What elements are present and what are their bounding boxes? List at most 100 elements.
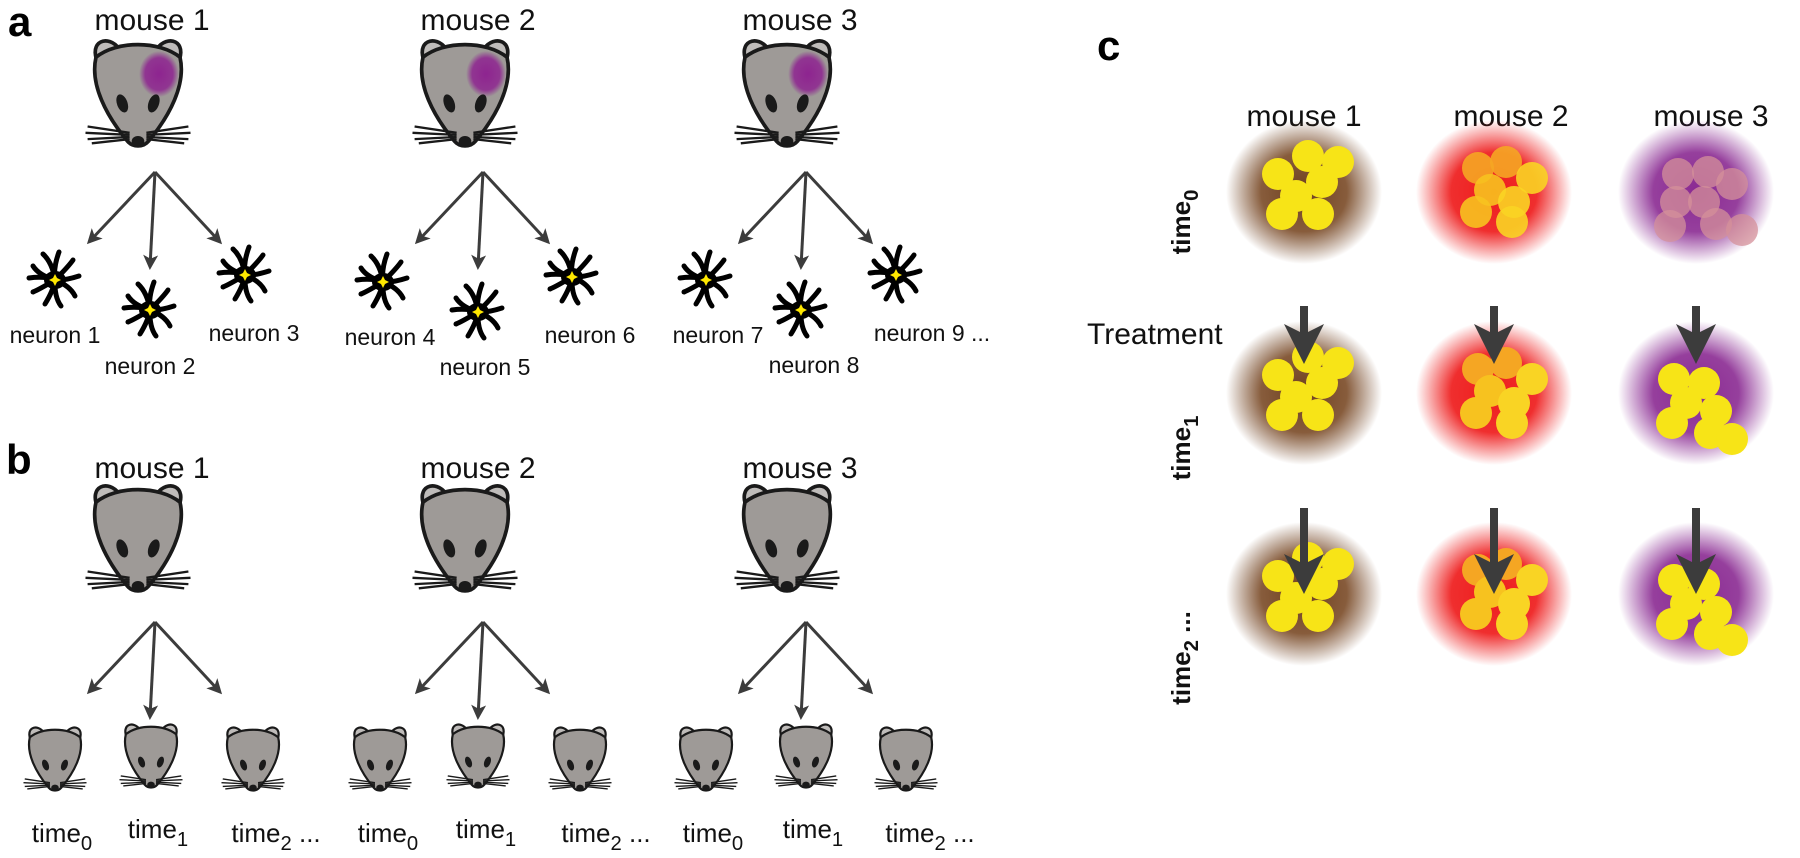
cell	[1262, 359, 1294, 391]
panel-c-letter: c	[1097, 22, 1120, 69]
whisker	[348, 781, 375, 785]
nucleus	[239, 269, 251, 281]
whisker	[87, 135, 130, 141]
cell	[1460, 598, 1492, 630]
whisker	[811, 781, 837, 785]
mouse-head-small-icon	[446, 723, 510, 789]
cell	[1516, 162, 1548, 194]
whisker	[795, 131, 840, 137]
eye	[156, 756, 164, 768]
whisker	[810, 775, 837, 781]
nose	[51, 784, 59, 791]
nose	[131, 135, 145, 147]
mouse-head-small-icon	[674, 726, 738, 792]
whisker	[446, 778, 473, 782]
nucleus	[890, 269, 902, 281]
neuron-icon	[26, 249, 82, 309]
whisker	[258, 784, 284, 788]
cell	[1306, 367, 1338, 399]
cell	[1656, 407, 1688, 439]
whisker	[146, 576, 191, 582]
whisker	[795, 580, 838, 586]
neuron-label: neuron 4	[345, 324, 436, 350]
arrow-fan	[86, 170, 223, 270]
whisker	[156, 778, 183, 782]
whisker	[810, 782, 834, 787]
whisker	[60, 781, 87, 785]
whisker	[385, 784, 411, 788]
cell	[1266, 399, 1298, 431]
panel-a: a mouse 1 neuron 1 neuron 2 neuron 3 mou…	[8, 0, 990, 380]
nose	[249, 784, 257, 791]
whisker	[120, 775, 147, 781]
arrow	[143, 621, 159, 720]
arrow	[143, 171, 159, 270]
eye	[796, 539, 809, 558]
whisker	[447, 781, 473, 785]
panel-a-mouse-group: mouse 2 neuron 4 neuron 5 neuron 6	[345, 4, 636, 380]
whisker	[778, 782, 802, 787]
panel-b-mouse-title: mouse 3	[742, 452, 857, 485]
mouse-head-small-icon	[348, 726, 412, 792]
time-row-label: time0	[1166, 190, 1203, 255]
whisker	[146, 582, 185, 590]
mouse-head-icon	[412, 484, 518, 593]
eye	[567, 759, 575, 771]
nose	[131, 580, 145, 592]
whisker	[473, 570, 516, 579]
cell	[1266, 600, 1298, 632]
head	[741, 487, 833, 593]
cell	[1726, 214, 1758, 246]
neuron-icon	[121, 279, 177, 339]
whisker	[584, 778, 611, 784]
panel-a-mouse-group: mouse 3 neuron 7 neuron 8 neuron 9 ...	[673, 4, 991, 378]
whisker	[257, 778, 284, 784]
neuron-icon	[677, 249, 733, 309]
panel-b-mouse-group: mouse 3	[674, 452, 938, 792]
whisker	[146, 570, 189, 579]
nose	[376, 784, 384, 791]
arrow	[471, 621, 487, 720]
eye	[147, 539, 160, 558]
whisker	[482, 782, 506, 787]
arrow	[471, 171, 487, 270]
cell	[1656, 608, 1688, 640]
neuron-label: neuron 2	[105, 353, 196, 379]
eye	[367, 759, 375, 771]
neuron-label: neuron 1	[10, 322, 101, 348]
whisker	[418, 137, 457, 145]
time-label: time1	[128, 814, 188, 851]
whisker	[910, 778, 937, 784]
neuron-icon	[354, 251, 410, 311]
whisker	[27, 785, 51, 790]
eye	[443, 94, 456, 113]
panel-b: b mouse 1 mouse 2 mouse 3	[6, 436, 975, 855]
whisker	[59, 778, 86, 784]
whisker	[85, 131, 130, 137]
eye	[474, 539, 487, 558]
mouse-head-small-icon	[548, 726, 612, 792]
cell	[1292, 140, 1324, 172]
time-label: time2 ...	[885, 818, 974, 855]
whisker	[257, 785, 281, 790]
eye	[711, 759, 719, 771]
head	[878, 728, 934, 792]
whisker	[412, 131, 457, 137]
whisker	[222, 784, 248, 788]
eye	[811, 756, 819, 768]
arrow-fan	[737, 620, 874, 720]
panel-a-mouse-title: mouse 1	[94, 4, 209, 37]
whisker	[155, 782, 179, 787]
panel-b-time-labels: time0 time1 time2 ... time0 time1 time2 …	[32, 814, 975, 855]
whisker	[736, 125, 779, 134]
cell	[1266, 198, 1298, 230]
head	[552, 728, 608, 792]
eye	[60, 759, 68, 771]
whisker	[910, 785, 934, 790]
eye	[893, 759, 901, 771]
time-label: time0	[32, 818, 92, 855]
cell	[1700, 208, 1732, 240]
whisker	[878, 785, 902, 790]
whisker	[473, 135, 516, 141]
head	[450, 725, 506, 789]
